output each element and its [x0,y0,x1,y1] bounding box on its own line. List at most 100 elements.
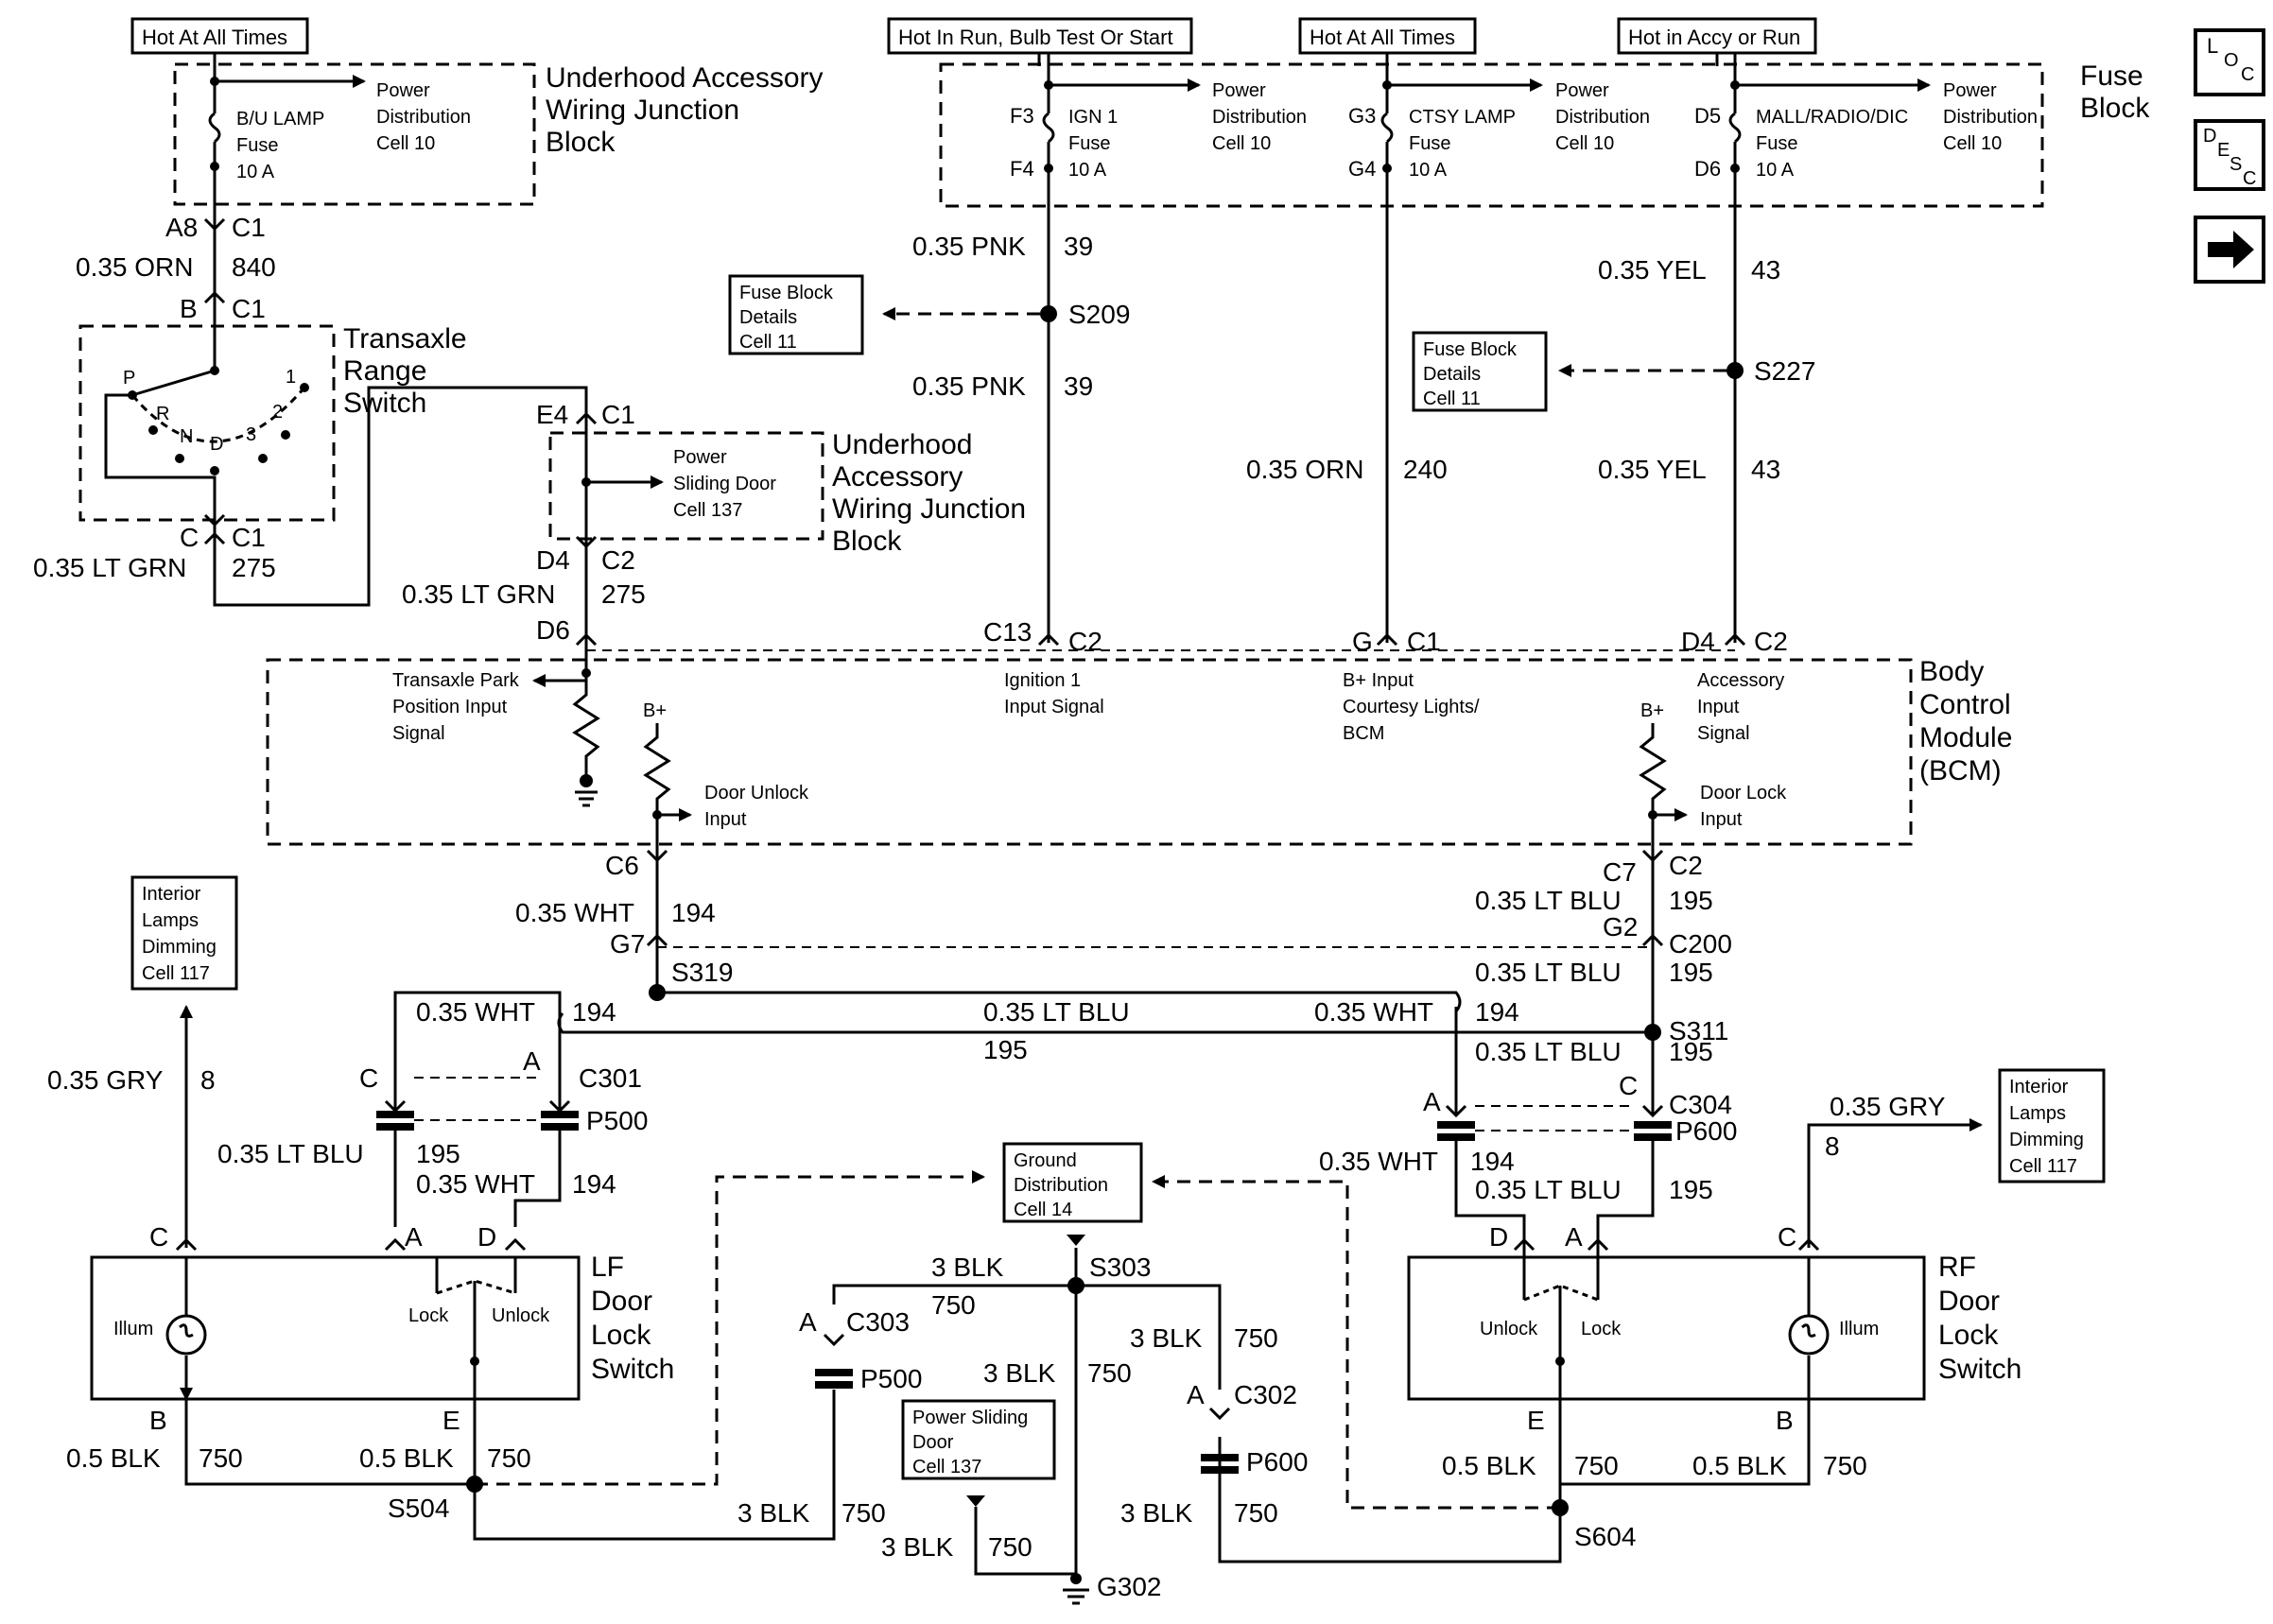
svg-text:D6: D6 [536,615,570,645]
svg-text:P500: P500 [586,1106,648,1135]
svg-text:8: 8 [200,1065,216,1095]
svg-text:Underhood: Underhood [832,429,972,460]
fuse-block: Fuse Block [939,60,2150,208]
svg-text:Transaxle: Transaxle [343,323,467,354]
svg-text:3 BLK: 3 BLK [1130,1323,1203,1353]
svg-text:0.35 LT BLU: 0.35 LT BLU [1475,1037,1622,1066]
svg-text:C: C [2243,168,2256,189]
svg-text:Courtesy Lights/: Courtesy Lights/ [1343,697,1480,717]
svg-text:A: A [1565,1222,1583,1252]
svg-text:0.35 YEL: 0.35 YEL [1598,255,1707,285]
svg-text:C302: C302 [1234,1380,1297,1409]
underhood-junction-block-1: Underhood Accessory Wiring Junction Bloc… [173,62,824,206]
svg-text:750: 750 [1234,1323,1278,1353]
svg-text:Distribution: Distribution [1212,107,1307,128]
svg-text:Details: Details [1423,364,1481,385]
svg-text:Door Lock: Door Lock [1700,783,1787,803]
svg-text:C200: C200 [1669,929,1732,959]
svg-text:0.35 GRY: 0.35 GRY [47,1065,164,1095]
svg-text:B: B [149,1406,167,1435]
svg-text:P: P [123,368,135,389]
svg-text:Fuse: Fuse [2080,60,2143,92]
svg-text:C303: C303 [846,1307,910,1337]
svg-text:P500: P500 [860,1364,922,1393]
svg-text:Lamps: Lamps [2009,1103,2066,1124]
svg-text:Block: Block [832,526,902,557]
fuse-details-ref-2: Fuse Block Details Cell 11 [1412,331,1548,412]
wire-orn-240: 0.35 ORN 240 [1246,455,1448,484]
svg-text:D4: D4 [536,545,570,575]
svg-text:B+ Input: B+ Input [1343,670,1414,691]
svg-text:Dimming: Dimming [2009,1130,2084,1150]
svg-text:10 A: 10 A [236,162,275,182]
ground-g302: G302 [1063,1572,1162,1605]
svg-text:39: 39 [1064,371,1093,401]
svg-text:750: 750 [1574,1451,1619,1480]
svg-text:Illum: Illum [1839,1319,1879,1339]
svg-text:Power: Power [673,447,727,468]
svg-text:C2: C2 [1068,627,1102,656]
svg-text:0.35 PNK: 0.35 PNK [912,371,1026,401]
svg-text:0.5 BLK: 0.5 BLK [66,1443,161,1473]
svg-text:Door: Door [591,1286,652,1317]
svg-text:195: 195 [416,1139,460,1168]
svg-text:43: 43 [1751,455,1780,484]
svg-text:194: 194 [572,1169,616,1199]
svg-text:CTSY LAMP: CTSY LAMP [1409,107,1516,128]
svg-text:Switch: Switch [343,388,426,419]
svg-text:F4: F4 [1010,157,1034,181]
svg-text:Cell 11: Cell 11 [739,332,797,353]
next-arrow-button[interactable] [2194,216,2265,284]
svg-text:D: D [477,1222,496,1252]
svg-text:Power Sliding: Power Sliding [912,1408,1028,1428]
svg-text:195: 195 [983,1035,1028,1064]
svg-text:Fuse: Fuse [1409,133,1450,154]
svg-text:S209: S209 [1068,300,1130,329]
wire-labels-lower-right: 0.35 LT BLU 195 [1475,1037,1713,1066]
svg-text:195: 195 [1669,1175,1713,1204]
svg-text:G4: G4 [1348,157,1376,181]
svg-text:10 A: 10 A [1756,160,1795,181]
svg-text:1: 1 [286,367,296,388]
svg-text:Lamps: Lamps [142,910,199,931]
svg-text:G3: G3 [1348,104,1376,128]
svg-text:D6: D6 [1694,157,1721,181]
svg-text:Lock: Lock [591,1320,651,1351]
svg-text:Body: Body [1919,656,1984,687]
wire-ltblu-195-bcm: C7 C2 0.35 LT BLU 195 G2 C200 [657,849,1732,1030]
svg-text:275: 275 [601,579,646,609]
svg-text:0.35 LT BLU: 0.35 LT BLU [217,1139,364,1168]
svg-text:C2: C2 [601,545,635,575]
svg-text:Control: Control [1919,689,2011,720]
svg-text:195: 195 [1669,886,1713,915]
svg-text:E: E [442,1406,460,1435]
dimming-ref-left: Interior Lamps Dimming Cell 117 0.35 GRY… [47,875,238,1248]
svg-text:Cell 137: Cell 137 [673,500,742,521]
svg-text:0.35 GRY: 0.35 GRY [1830,1092,1946,1121]
svg-text:Fuse Block: Fuse Block [1423,339,1518,360]
svg-text:E: E [1527,1406,1545,1435]
desc-button[interactable]: D E S C [2194,119,2265,191]
svg-text:B: B [1776,1406,1794,1435]
svg-text:Wiring Junction: Wiring Junction [832,493,1026,525]
loc-button[interactable]: L O C [2194,28,2265,96]
svg-text:Accessory: Accessory [832,461,963,492]
svg-text:Power: Power [1943,80,1997,101]
svg-text:D: D [1489,1222,1508,1252]
svg-text:43: 43 [1751,255,1780,285]
svg-text:Switch: Switch [1938,1354,2021,1385]
svg-text:0.35 LT GRN: 0.35 LT GRN [402,579,555,609]
svg-text:P600: P600 [1246,1447,1308,1477]
svg-text:Cell 11: Cell 11 [1423,389,1481,409]
svg-text:0.35 PNK: 0.35 PNK [912,232,1026,261]
svg-text:Lock: Lock [408,1305,449,1326]
svg-text:240: 240 [1403,455,1448,484]
wire-orn-840: A8 C1 0.35 ORN 840 B C1 [76,206,276,323]
svg-text:750: 750 [1823,1451,1867,1480]
svg-text:750: 750 [1234,1498,1278,1528]
svg-text:Ignition 1: Ignition 1 [1004,670,1081,691]
splice-s319: S319 0.35 WHT 194 [649,958,1519,1115]
svg-text:E4: E4 [536,400,568,429]
svg-text:A: A [405,1222,423,1252]
svg-text:750: 750 [842,1498,886,1528]
